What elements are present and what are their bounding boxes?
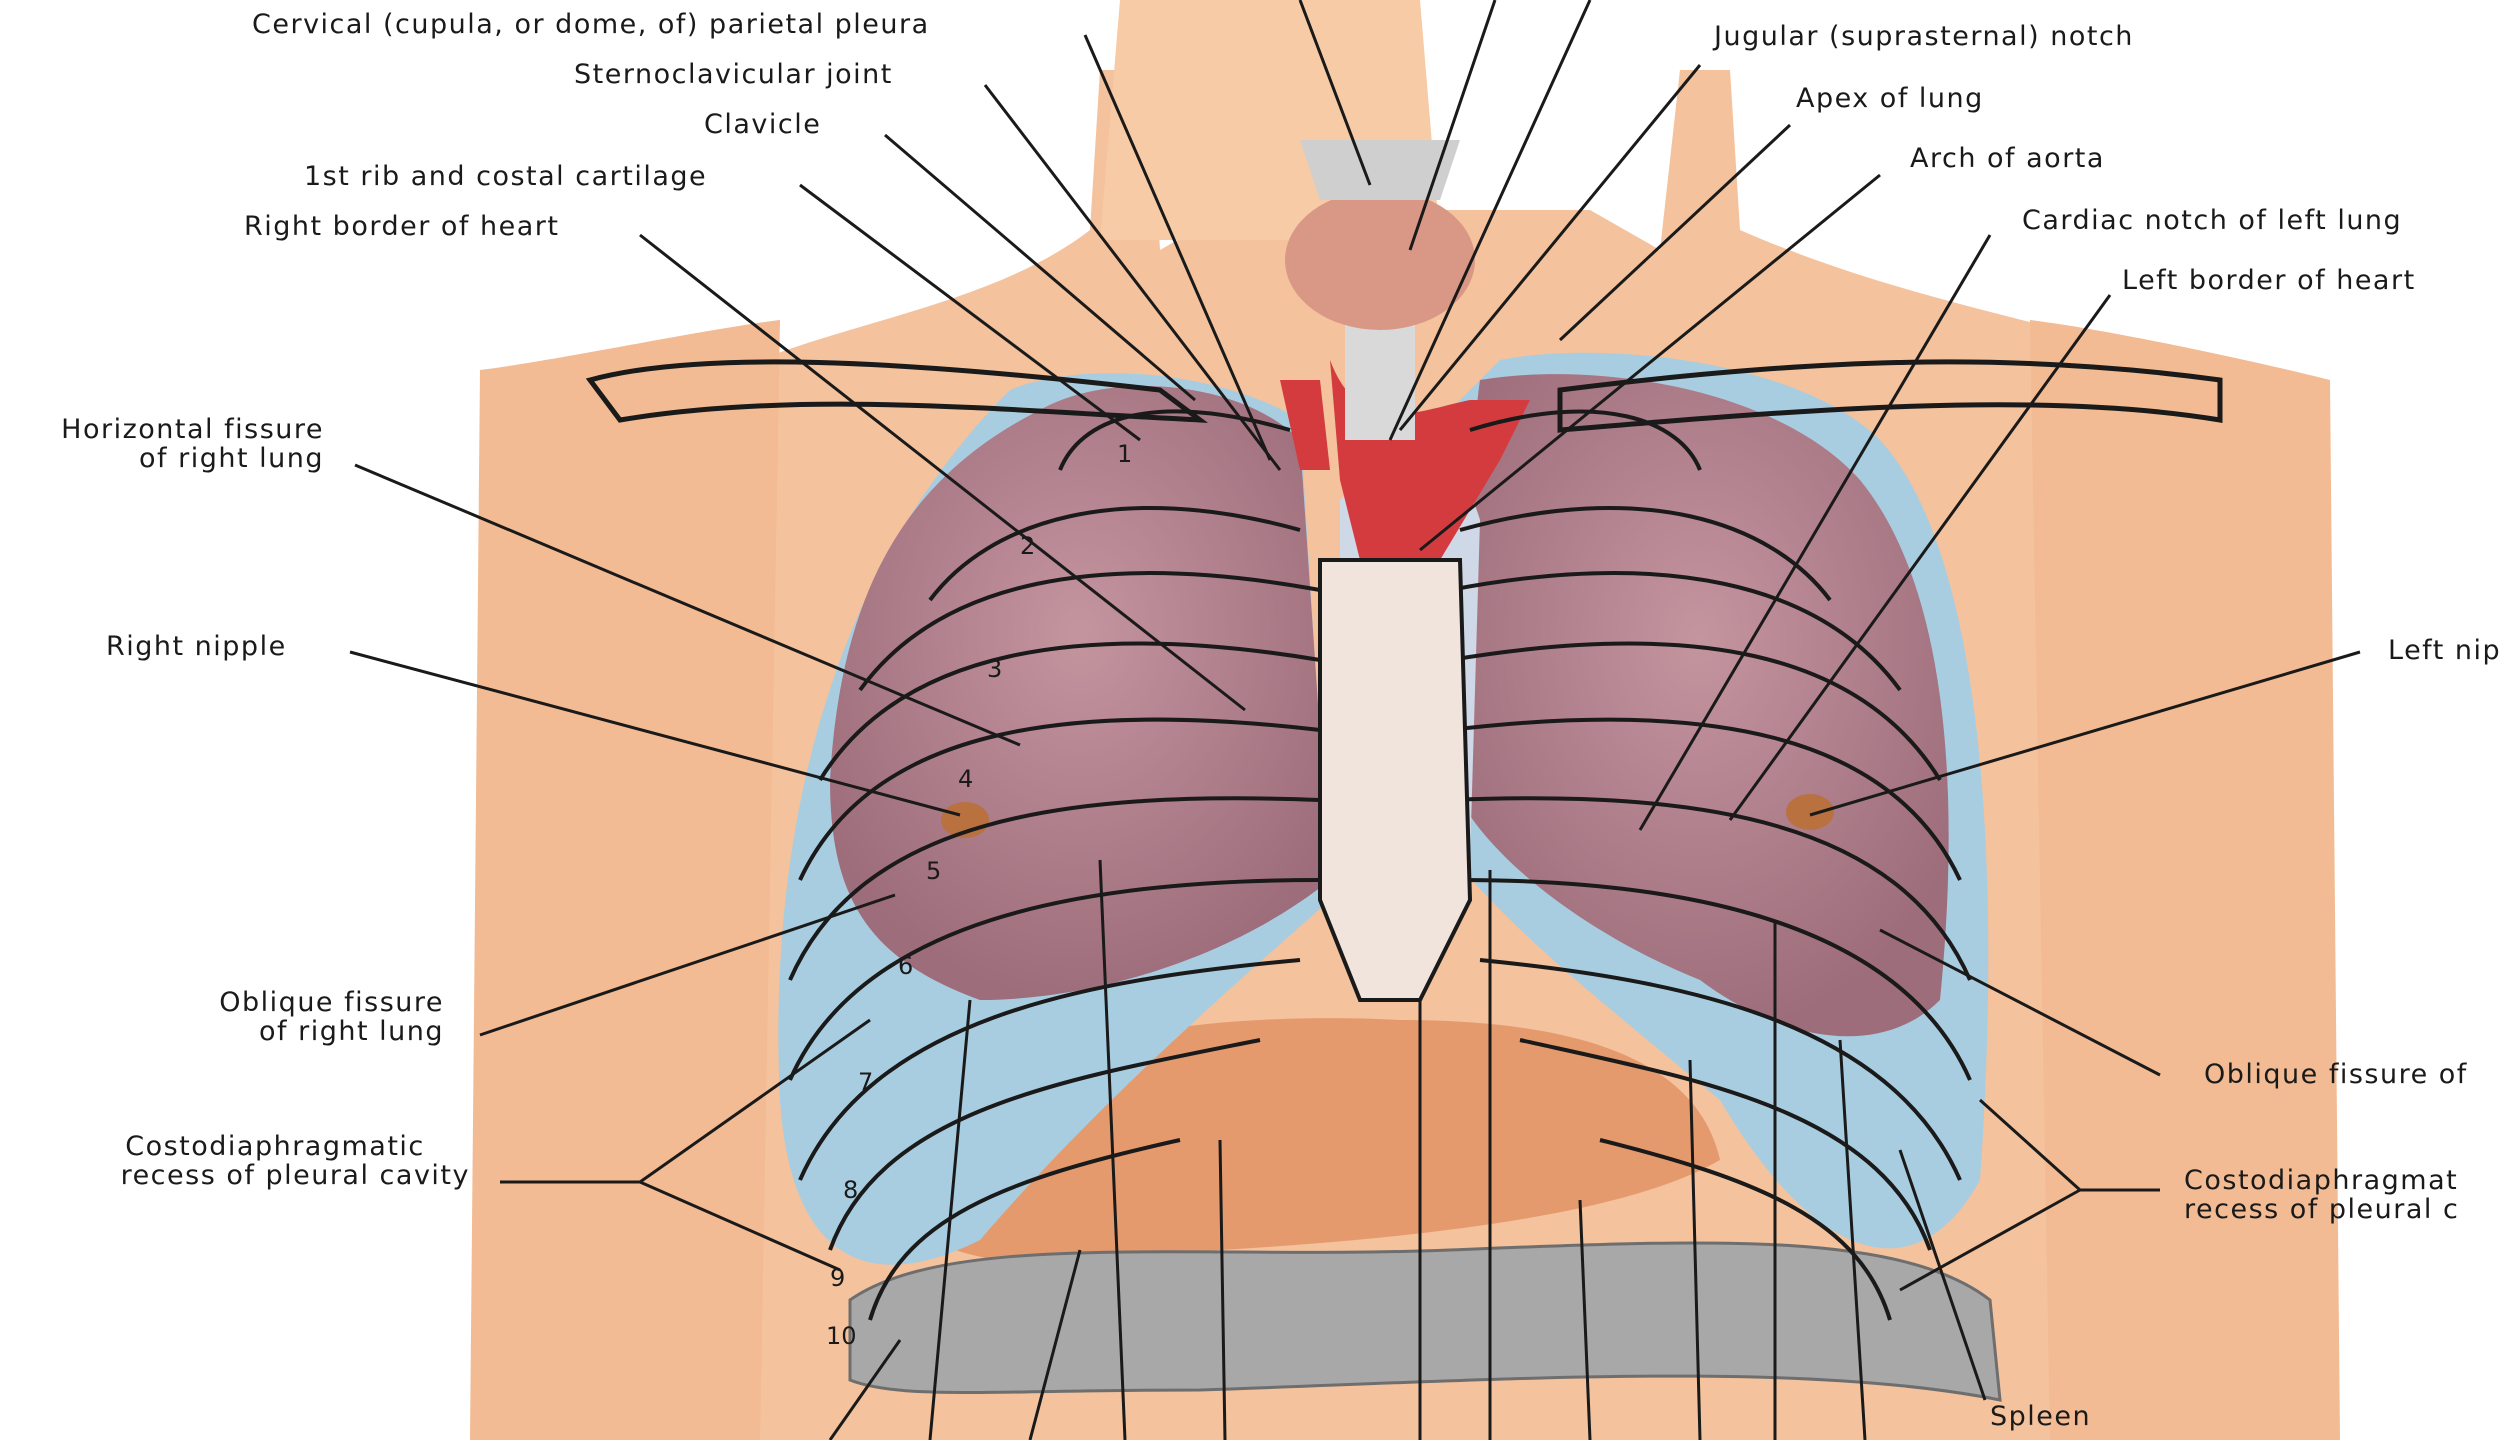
label-costo-recess-left-line1: Costodiaphragmat [2184, 1166, 2459, 1195]
label-oblique-fissure-left: Oblique fissure of [2204, 1060, 2468, 1089]
label-right-nipple: Right nipple [106, 632, 287, 661]
label-costo-recess-left: Costodiaphragmat recess of pleural c [2184, 1166, 2459, 1224]
label-costo-recess-right: Costodiaphragmatic recess of pleural cav… [60, 1132, 470, 1190]
label-jugular-notch: Jugular (suprasternal) notch [1714, 22, 2134, 51]
label-costo-recess-left-line2: recess of pleural c [2184, 1195, 2459, 1224]
thyroid [1285, 190, 1475, 330]
label-apex-of-lung: Apex of lung [1796, 84, 1984, 113]
shoulder-right-skin [2030, 320, 2340, 1440]
label-costo-recess-right-line1: Costodiaphragmatic [60, 1132, 470, 1161]
rib-number-9: 9 [830, 1264, 845, 1292]
label-oblique-fissure-right-line2: of right lung [150, 1017, 444, 1046]
label-oblique-fissure-right: Oblique fissure of right lung [150, 988, 444, 1046]
left-nipple-mark [1786, 794, 1834, 830]
label-costo-recess-right-line2: recess of pleural cavity [60, 1161, 470, 1190]
label-cervical-pleura: Cervical (cupula, or dome, of) parietal … [252, 10, 930, 39]
rib-number-5: 5 [926, 857, 941, 885]
label-horizontal-fissure: Horizontal fissure of right lung [22, 415, 324, 473]
rib-number-7: 7 [858, 1068, 873, 1096]
rib-number-2: 2 [1020, 532, 1035, 560]
rib-number-8: 8 [843, 1176, 858, 1204]
label-horizontal-fissure-line2: of right lung [22, 444, 324, 473]
rib-number-3: 3 [987, 655, 1002, 683]
rib-number-4: 4 [958, 765, 973, 793]
label-left-nipple: Left nip [2388, 636, 2501, 665]
colon [850, 1243, 2000, 1400]
label-horizontal-fissure-line1: Horizontal fissure [22, 415, 324, 444]
shoulder-left-skin [470, 320, 780, 1440]
label-first-rib: 1st rib and costal cartilage [304, 162, 707, 191]
label-clavicle: Clavicle [704, 110, 821, 139]
rib-number-10: 10 [826, 1322, 857, 1350]
rib-number-1: 1 [1117, 440, 1132, 468]
label-arch-of-aorta: Arch of aorta [1910, 144, 2105, 173]
label-left-border-heart: Left border of heart [2122, 266, 2416, 295]
label-oblique-fissure-right-line1: Oblique fissure [150, 988, 444, 1017]
label-cardiac-notch: Cardiac notch of left lung [2022, 206, 2402, 235]
label-right-border-heart: Right border of heart [244, 212, 559, 241]
label-spleen: Spleen [1990, 1402, 2091, 1431]
label-sternoclavicular-joint: Sternoclavicular joint [574, 60, 893, 89]
sternum [1320, 560, 1470, 1000]
rib-number-6: 6 [898, 952, 913, 980]
